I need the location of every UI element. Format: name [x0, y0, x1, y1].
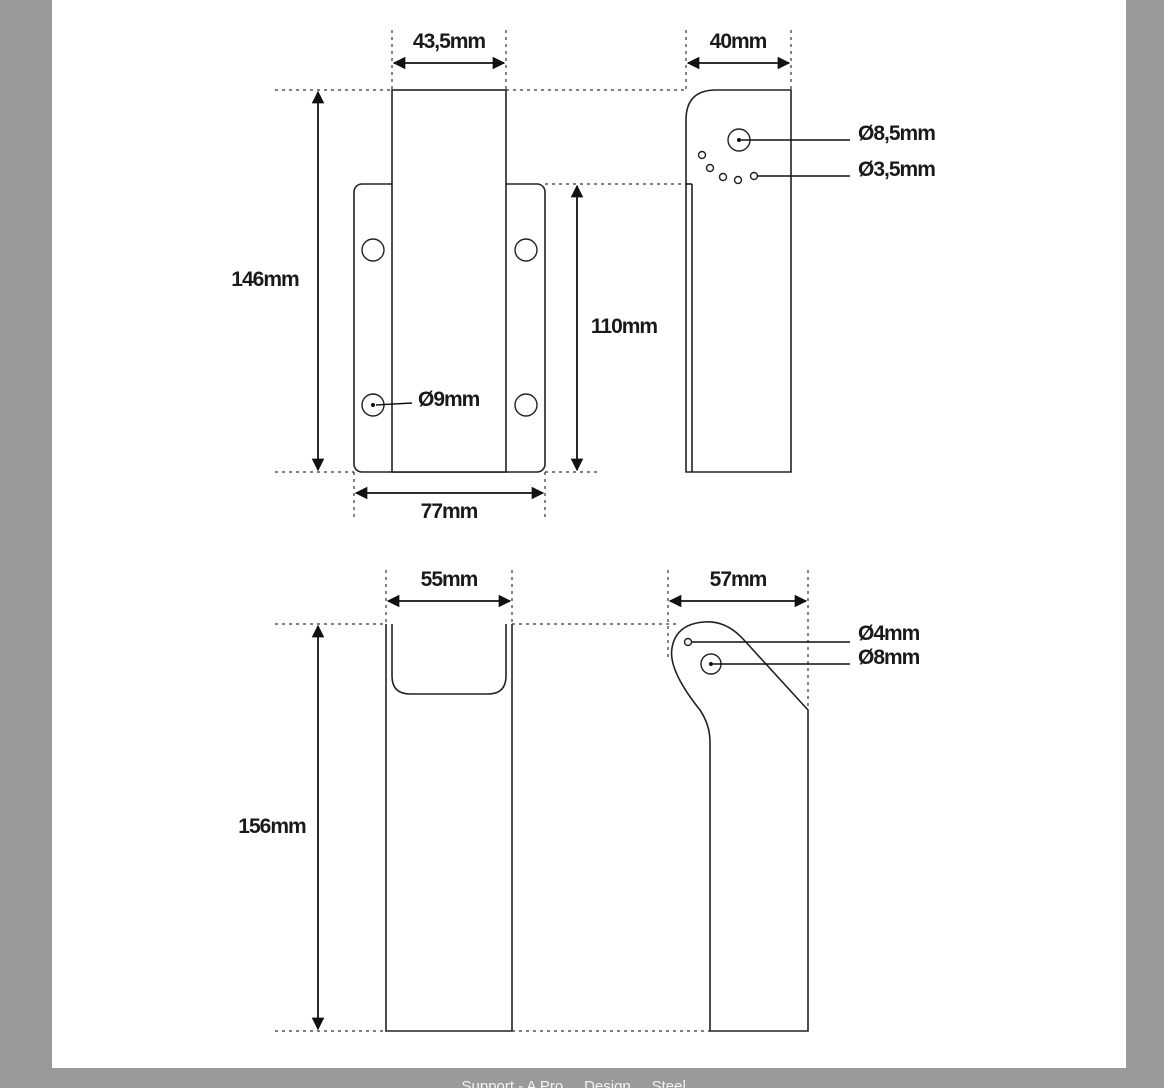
width-43-5-label: 43,5mm: [413, 30, 486, 53]
small-hole-2: [705, 163, 715, 173]
front-channel-inner: [391, 624, 507, 695]
bottom-front-view: 55mm 156mm: [238, 568, 710, 1032]
footer-caption: Support - A Pro ... Design ... Steel ...: [461, 1078, 703, 1088]
side-bracket: [685, 89, 792, 473]
small-hole-1: [697, 150, 707, 160]
small-hole-3: [718, 172, 728, 182]
mounting-hole-bottom-right: [514, 393, 538, 417]
width-57-label: 57mm: [710, 568, 767, 591]
hole-8-5-label: Ø8,5mm: [858, 122, 935, 145]
top-side-view: 40mm Ø8,5mm Ø3,5mm: [685, 30, 936, 473]
height-156-label: 156mm: [238, 815, 306, 838]
hole-4-label: Ø4mm: [858, 622, 920, 645]
front-channel: [385, 624, 513, 1032]
drawing-sheet: [52, 0, 1126, 1068]
top-front-view: 43,5mm 146mm 110mm 77mm Ø9mm: [231, 30, 690, 523]
plate-width-77-label: 77mm: [421, 500, 478, 523]
small-pivot-hole: [683, 637, 693, 647]
hole-3-5-label: Ø3,5mm: [858, 158, 935, 181]
small-hole-4: [733, 175, 743, 185]
plate-height-110-label: 110mm: [591, 315, 658, 338]
side-arm: [670, 621, 809, 1032]
mounting-hole-top-left: [361, 238, 385, 262]
width-40-label: 40mm: [710, 30, 767, 53]
small-hole-5: [749, 171, 759, 181]
vertical-bar: [391, 89, 507, 473]
hole-8-label: Ø8mm: [858, 646, 920, 669]
height-146-label: 146mm: [231, 268, 299, 291]
width-55-label: 55mm: [421, 568, 478, 591]
hole-9-label: Ø9mm: [418, 388, 480, 411]
bottom-side-view: 57mm Ø4mm Ø8mm: [667, 568, 921, 1032]
mounting-hole-top-right: [514, 238, 538, 262]
